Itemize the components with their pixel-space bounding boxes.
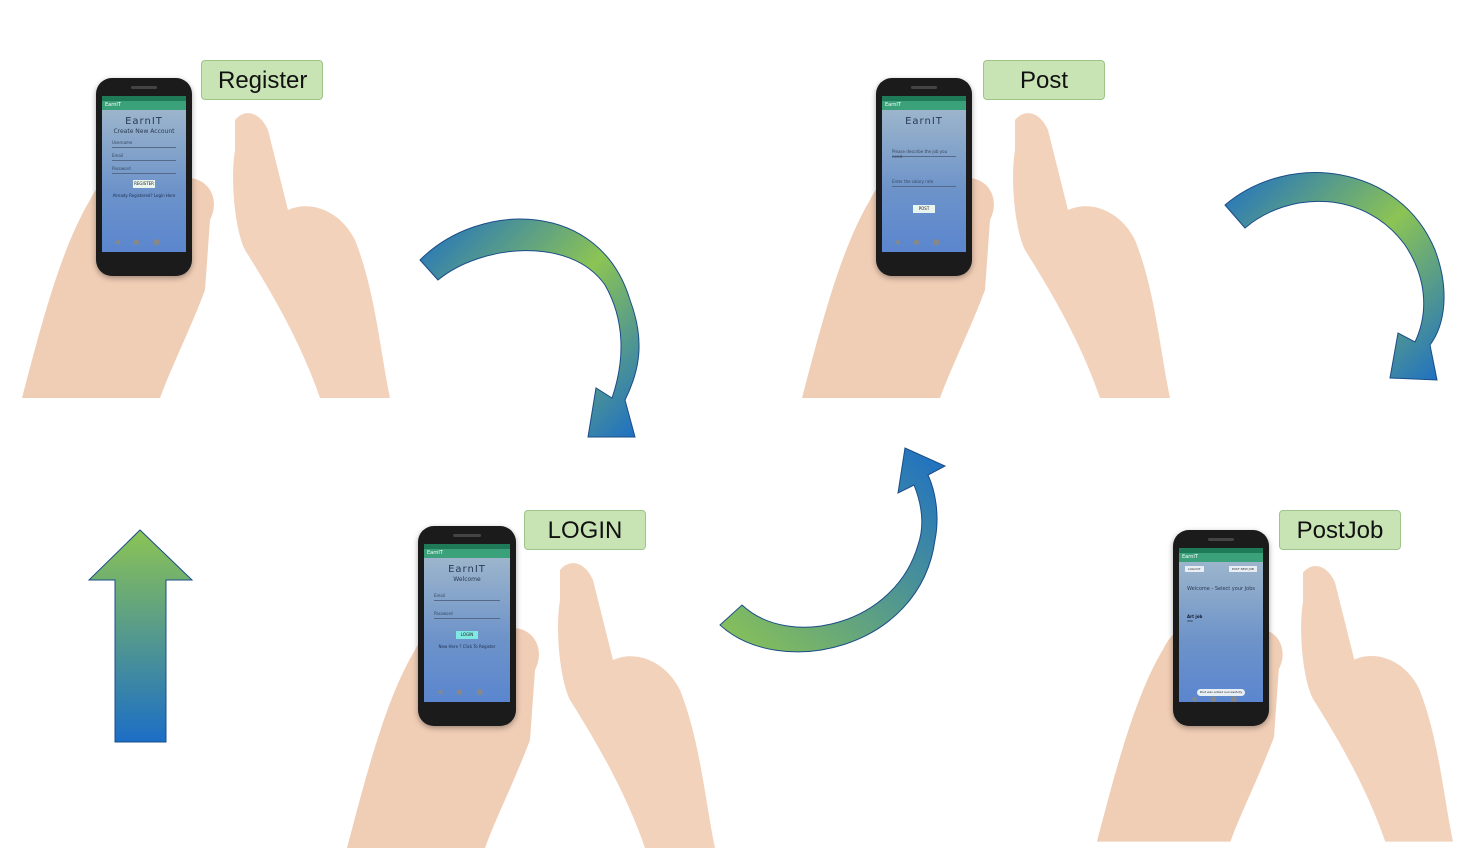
phone: EarnIT EarnIT Create New Account Usernam… — [96, 78, 192, 276]
phone-screen: EarnIT LOGOUT POST NEW JOB Welcome - Sel… — [1179, 548, 1263, 702]
screen-subtitle: Create New Account — [113, 128, 175, 135]
step-label-register: Register — [201, 60, 323, 100]
phone: EarnIT LOGOUT POST NEW JOB Welcome - Sel… — [1173, 530, 1269, 726]
nav-bar: ◀●■ — [436, 688, 498, 696]
app-bar: EarnIT — [424, 549, 510, 558]
app-bar: EarnIT — [102, 101, 186, 110]
login-link[interactable]: Already Registered? Login Here — [112, 193, 176, 198]
arrow-login-to-post — [719, 447, 947, 653]
post-button[interactable]: POST — [913, 205, 935, 213]
phone-screen: EarnIT EarnIT Welcome Email Password LOG… — [424, 544, 510, 702]
step-label-postjob: PostJob — [1279, 510, 1401, 550]
email-field[interactable]: Email — [434, 593, 500, 601]
step-label-post: Post — [983, 60, 1105, 100]
job-list-item[interactable]: Art job 300 — [1187, 614, 1263, 623]
password-field[interactable]: Password — [434, 611, 500, 619]
post-scene: EarnIT EarnIT Please describe the job yo… — [800, 0, 1200, 400]
postjob-scene: EarnIT LOGOUT POST NEW JOB Welcome - Sel… — [1095, 450, 1482, 850]
phone: EarnIT EarnIT Welcome Email Password LOG… — [418, 526, 516, 726]
job-description-field[interactable]: Please describe the job you need — [892, 149, 956, 159]
phone: EarnIT EarnIT Please describe the job yo… — [876, 78, 972, 276]
step-label-login: LOGIN — [524, 510, 646, 550]
arrow-register-to-login — [419, 218, 640, 438]
job-title: Art job — [1187, 614, 1203, 619]
nav-bar: ◀●■ — [1190, 695, 1252, 702]
phone-screen: EarnIT EarnIT Please describe the job yo… — [882, 96, 966, 252]
phone-screen: EarnIT EarnIT Create New Account Usernam… — [102, 96, 186, 252]
password-field[interactable]: Password — [112, 166, 176, 174]
toast-message: Post was added successfully — [1197, 689, 1245, 696]
jobs-heading: Welcome - Select your Jobs — [1186, 586, 1255, 592]
register-scene: EarnIT EarnIT Create New Account Usernam… — [20, 0, 420, 400]
username-field[interactable]: Username — [112, 140, 176, 148]
login-button[interactable]: LOGIN — [456, 631, 478, 639]
email-field[interactable]: Email — [112, 153, 176, 161]
logout-button[interactable]: LOGOUT — [1185, 566, 1204, 572]
nav-bar: ◀●■ — [113, 238, 175, 246]
job-detail: 300 — [1187, 619, 1193, 623]
register-link[interactable]: New Here ? Click To Register — [438, 644, 496, 649]
post-new-job-button[interactable]: POST NEW JOB — [1228, 566, 1257, 572]
screen-subtitle: Welcome — [453, 576, 481, 583]
arrow-up — [87, 529, 194, 743]
app-title: EarnIT — [448, 564, 486, 575]
app-bar: EarnIT — [882, 101, 966, 110]
nav-bar: ◀●■ — [893, 238, 955, 246]
login-scene: EarnIT EarnIT Welcome Email Password LOG… — [345, 450, 745, 850]
app-title: EarnIT — [905, 116, 943, 127]
arrow-post-to-postjob — [1224, 172, 1445, 381]
app-title: EarnIT — [125, 116, 163, 127]
register-button[interactable]: REGISTER — [133, 180, 155, 188]
app-bar: EarnIT — [1179, 553, 1263, 562]
salary-field[interactable]: Enter the salary rate — [892, 179, 956, 187]
